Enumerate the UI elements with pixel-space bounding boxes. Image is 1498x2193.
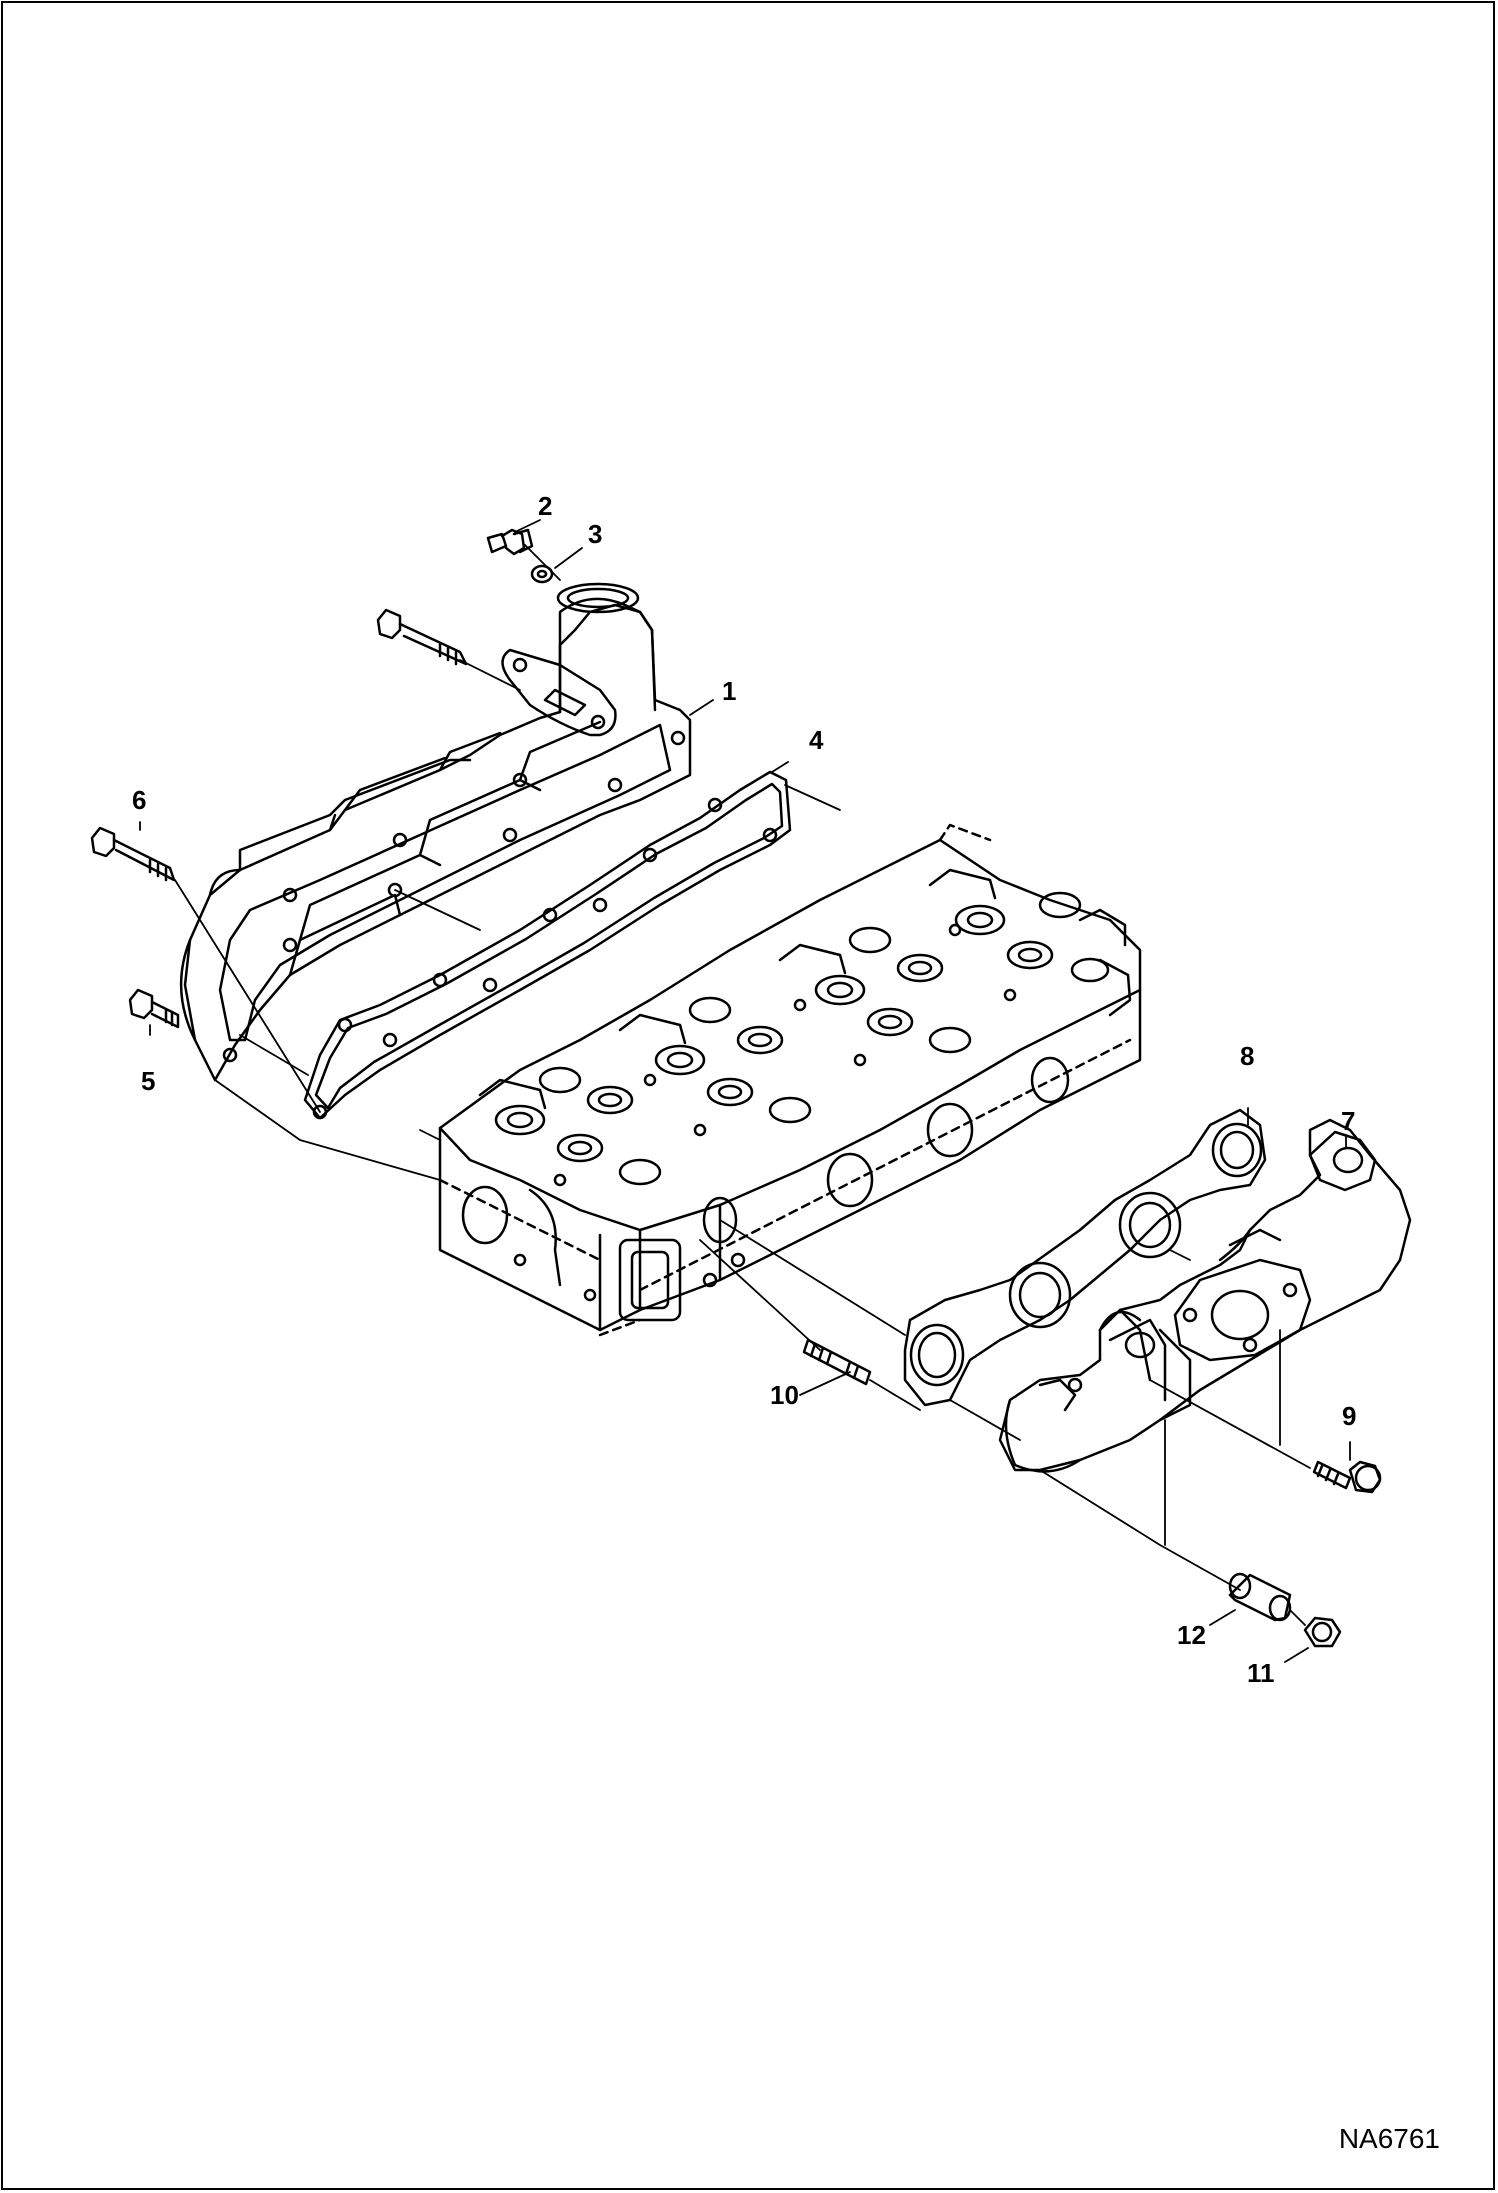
spacer-part-12 [1228,1572,1292,1622]
callout-9: 9 [1342,1401,1357,1431]
bolt-part-9 [1312,1460,1382,1494]
callout-10: 10 [770,1380,799,1410]
callout-7: 7 [1341,1106,1356,1136]
callout-12: 12 [1177,1620,1206,1650]
bolt-part-6 [90,826,176,882]
callout-8: 8 [1240,1041,1255,1071]
bolt-part-5 [128,988,180,1029]
cylinder-head [438,823,1142,1337]
fitting-part-2 [486,528,534,556]
callout-11: 11 [1247,1658,1275,1688]
assembly-lines [174,544,1311,1626]
drawing-id-label: NA6761 [1338,2123,1440,2154]
stud-part-10 [802,1338,872,1386]
exhaust-manifold [998,1118,1412,1473]
washer-part-3 [530,564,554,584]
callout-1: 1 [722,676,737,706]
intake-gasket [303,770,792,1120]
bolt-part-long [376,608,468,666]
callout-3: 3 [588,519,603,549]
intake-manifold [179,582,692,1082]
exhaust-gasket [903,1108,1267,1407]
leader-lines [139,519,1351,1663]
nut-part-11 [1303,1616,1342,1648]
callout-6: 6 [132,785,147,815]
callout-5: 5 [141,1066,156,1096]
callout-4: 4 [809,725,824,755]
callout-2: 2 [538,491,553,521]
